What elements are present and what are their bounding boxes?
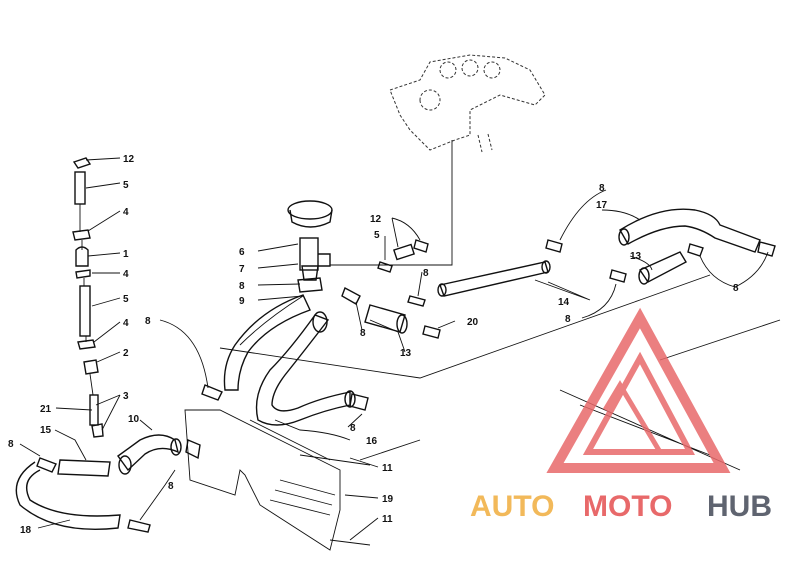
callout-15: 15 bbox=[40, 425, 52, 436]
callout-8-hose16: 8 bbox=[350, 423, 356, 434]
callout-8-lower: 8 bbox=[168, 481, 174, 492]
callout-8-far-right: 8 bbox=[733, 283, 739, 294]
callout-5-top: 5 bbox=[123, 180, 129, 191]
filler-neck-assembly bbox=[287, 200, 361, 305]
callout-8-hose13: 8 bbox=[360, 328, 366, 339]
callout-12-top: 12 bbox=[123, 154, 135, 165]
callout-labels: 12 5 4 1 4 5 4 2 3 21 15 10 8 8 18 6 7 8… bbox=[8, 154, 739, 536]
callout-17: 17 bbox=[596, 200, 608, 211]
callout-4-mid: 4 bbox=[123, 269, 129, 280]
brand-hub: HUB bbox=[707, 490, 772, 523]
callout-9: 9 bbox=[239, 296, 245, 307]
brand-moto: MOTO bbox=[583, 490, 672, 523]
lower-left-hoses bbox=[15, 434, 201, 533]
callout-8-left: 8 bbox=[8, 439, 14, 450]
callout-12-right: 12 bbox=[370, 214, 382, 225]
callout-8-upper-right: 8 bbox=[599, 183, 605, 194]
callout-6: 6 bbox=[239, 247, 245, 258]
chassis-outline bbox=[219, 274, 781, 471]
callout-5-right: 5 bbox=[374, 230, 380, 241]
radiator-panel bbox=[184, 409, 371, 551]
brand-auto: AUTO bbox=[470, 490, 554, 523]
callout-18: 18 bbox=[20, 525, 32, 536]
far-right-hoses bbox=[609, 208, 776, 285]
callout-5-mid: 5 bbox=[123, 294, 129, 305]
callout-8-filler: 8 bbox=[239, 281, 245, 292]
callout-13-left: 13 bbox=[400, 348, 412, 359]
callout-14: 14 bbox=[558, 297, 570, 308]
upper-right-tubes bbox=[364, 239, 563, 339]
callout-8-right-low: 8 bbox=[565, 314, 571, 325]
callout-19: 19 bbox=[382, 494, 394, 505]
callout-8-hose9: 8 bbox=[145, 316, 151, 327]
callout-4-low: 4 bbox=[123, 318, 129, 329]
callout-11-top: 11 bbox=[382, 463, 393, 474]
callout-16: 16 bbox=[366, 436, 378, 447]
callout-20: 20 bbox=[467, 317, 479, 328]
callout-11-bottom: 11 bbox=[382, 514, 393, 525]
leader-lines bbox=[19, 157, 769, 541]
automotohub-logo bbox=[546, 307, 731, 473]
callout-1: 1 bbox=[123, 249, 129, 260]
callout-4-top: 4 bbox=[123, 207, 129, 218]
callout-2: 2 bbox=[123, 348, 129, 359]
left-vertical-hose-stack bbox=[72, 157, 104, 438]
callout-13-right: 13 bbox=[630, 251, 642, 262]
engine-outline bbox=[330, 54, 546, 266]
callout-21: 21 bbox=[40, 404, 52, 415]
main-hoses bbox=[201, 294, 369, 426]
automotohub-wordmark: AUTO MOTO HUB bbox=[470, 490, 772, 523]
callout-10: 10 bbox=[128, 414, 140, 425]
callout-3: 3 bbox=[123, 391, 129, 402]
callout-7: 7 bbox=[239, 264, 245, 275]
callout-8-tube: 8 bbox=[423, 268, 429, 279]
